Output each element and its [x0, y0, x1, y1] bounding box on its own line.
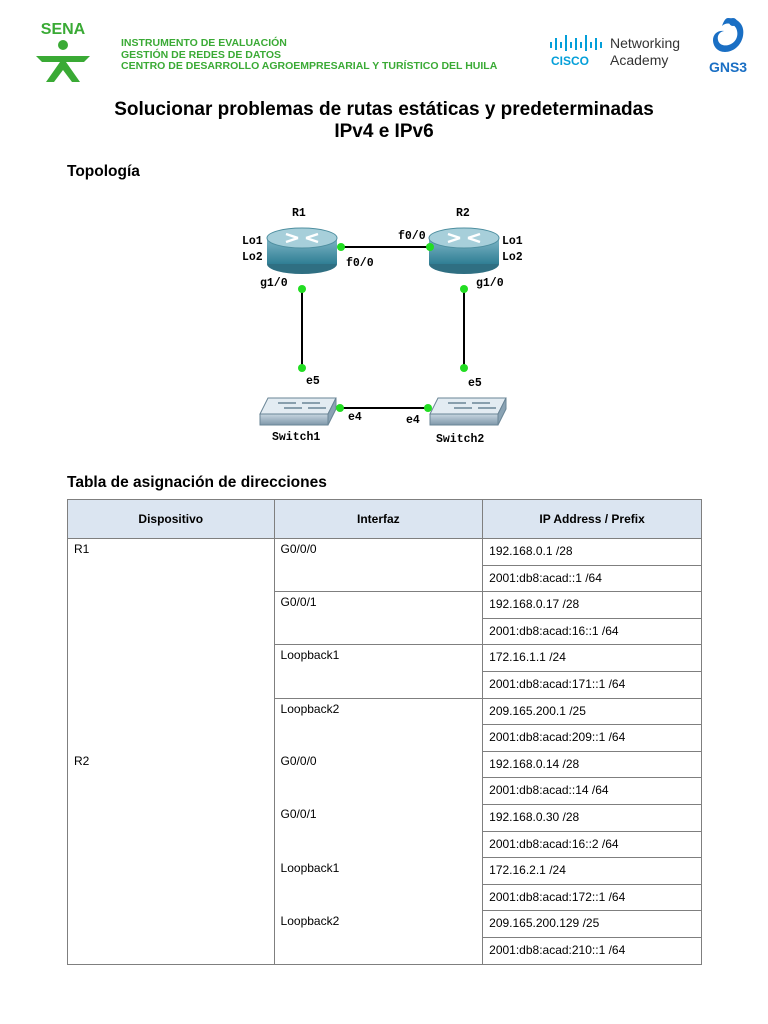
table-row: G0/0/1 192.168.0.17 /28 — [68, 591, 702, 646]
label-r1: R1 — [292, 207, 306, 220]
table-row: Loopback1 172.16.2.1 /24 — [68, 857, 702, 911]
address-table: Dispositivo Interfaz IP Address / Prefix… — [67, 499, 702, 965]
sena-logo: SENA — [36, 21, 90, 82]
sena-logo-text: SENA — [41, 21, 86, 38]
interface-cell: G0/0/1 — [273, 591, 484, 646]
label-r2-f00: f0/0 — [398, 230, 426, 243]
table-header-row: Dispositivo Interfaz IP Address / Prefix — [67, 499, 702, 539]
interface-cell: Loopback2 — [273, 910, 484, 965]
ip-cell: 2001:db8:acad:16::1 /64 — [482, 618, 702, 646]
label-r1-g10: g1/0 — [260, 277, 288, 290]
ip-cell: 192.168.0.1 /28 — [482, 538, 702, 566]
label-switch2: Switch2 — [436, 433, 484, 446]
ip-cell: 2001:db8:acad:16::2 /64 — [482, 831, 702, 859]
ip-cell: 209.165.200.129 /25 — [482, 910, 702, 938]
table-row: 2001:db8:acad:172::1 /64 — [68, 884, 702, 912]
ip-cell: 172.16.2.1 /24 — [482, 857, 702, 885]
column-header-interfaz: Interfaz — [273, 499, 484, 539]
table-row: R1 G0/0/0 192.168.0.1 /28 — [67, 538, 702, 752]
label-r2-g10: g1/0 — [476, 277, 504, 290]
label-r1-lo2: Lo2 — [242, 251, 263, 264]
page-title-line-1: Solucionar problemas de rutas estáticas … — [114, 99, 654, 120]
label-sw1-e5: e5 — [306, 375, 320, 388]
ip-cell: 2001:db8:acad:210::1 /64 — [482, 937, 702, 965]
table-row: 2001:db8:acad:210::1 /64 — [68, 937, 702, 965]
ip-cell: 192.168.0.17 /28 — [482, 591, 702, 619]
table-row: 2001:db8:acad::1 /64 — [68, 565, 702, 593]
interface-cell: Loopback1 — [273, 644, 484, 699]
cisco-brand-text: CISCO — [551, 54, 589, 68]
ip-cell: 192.168.0.30 /28 — [482, 804, 702, 832]
column-header-dispositivo: Dispositivo — [67, 499, 275, 539]
label-r2-lo1: Lo1 — [502, 235, 523, 248]
switch-1[interactable] — [259, 397, 337, 426]
table-row: G0/0/1 192.168.0.30 /28 — [68, 804, 702, 858]
document-header: SENA INSTRUMENTO DE EVALUACIÓN GESTIÓN D… — [0, 0, 768, 90]
label-r1-lo1: Lo1 — [242, 235, 263, 248]
device-cell: R2 — [67, 751, 275, 965]
router-r1[interactable] — [266, 227, 338, 274]
label-r2: R2 — [456, 207, 470, 220]
header-line-1: INSTRUMENTO DE EVALUACIÓN — [121, 37, 287, 49]
table-row: Loopback2 209.165.200.1 /25 — [68, 698, 702, 752]
header-line-3: CENTRO DE DESARROLLO AGROEMPRESARIAL Y T… — [121, 60, 498, 72]
table-row: 2001:db8:acad:171::1 /64 — [68, 671, 702, 699]
ip-cell: 172.16.1.1 /24 — [482, 644, 702, 672]
label-sw2-e4: e4 — [406, 414, 420, 427]
table-row: Loopback2 209.165.200.129 /25 — [68, 910, 702, 965]
topology-heading: Topología — [67, 163, 140, 180]
ip-cell: 2001:db8:acad::14 /64 — [482, 777, 702, 805]
router-r2[interactable] — [428, 227, 500, 274]
ip-cell: 2001:db8:acad:171::1 /64 — [482, 671, 702, 699]
ip-cell: 192.168.0.14 /28 — [482, 751, 702, 779]
ip-cell: 2001:db8:acad::1 /64 — [482, 565, 702, 593]
table-row: 2001:db8:acad::14 /64 — [68, 777, 702, 805]
gns3-text: GNS3 — [709, 59, 747, 75]
link-status-dots — [298, 243, 468, 412]
gns3-logo: GNS3 — [709, 18, 747, 75]
interface-cell: G0/0/0 — [273, 751, 484, 805]
address-table-heading: Tabla de asignación de direcciones — [67, 474, 327, 491]
table-row: 2001:db8:acad:16::1 /64 — [68, 618, 702, 646]
page-title-line-2: IPv4 e IPv6 — [334, 121, 434, 142]
label-sw2-e5: e5 — [468, 377, 482, 390]
ip-cell: 209.165.200.1 /25 — [482, 698, 702, 726]
ip-cell: 2001:db8:acad:172::1 /64 — [482, 884, 702, 912]
ip-cell: 2001:db8:acad:209::1 /64 — [482, 724, 702, 752]
table-row: Loopback1 172.16.1.1 /24 — [68, 644, 702, 699]
topology-diagram: R1 R2 Lo1 Lo2 Lo1 Lo2 f0/0 f0/0 g1/0 g1/… — [242, 207, 523, 446]
interface-cell: Loopback2 — [273, 698, 484, 752]
interface-cell: G0/0/0 — [273, 538, 484, 593]
table-row: 2001:db8:acad:209::1 /64 — [68, 724, 702, 752]
device-cell: R1 — [67, 538, 275, 752]
table-row: R2 G0/0/0 192.168.0.14 /28 — [67, 751, 702, 965]
interface-cell: G0/0/1 — [273, 804, 484, 858]
label-r1-f00: f0/0 — [346, 257, 374, 270]
label-switch1: Switch1 — [272, 431, 320, 444]
column-header-ip: IP Address / Prefix — [482, 499, 702, 539]
table-row: 2001:db8:acad:16::2 /64 — [68, 831, 702, 859]
label-r2-lo2: Lo2 — [502, 251, 523, 264]
header-lines: INSTRUMENTO DE EVALUACIÓN GESTIÓN DE RED… — [121, 37, 498, 73]
switch-2[interactable] — [429, 397, 507, 426]
header-line-2: GESTIÓN DE REDES DE DATOS — [121, 48, 282, 61]
interface-cell: Loopback1 — [273, 857, 484, 911]
cisco-networking-academy-logo: Networking CISCO Academy — [550, 35, 680, 68]
cisco-academy-text: Academy — [610, 52, 668, 68]
cisco-networking-text: Networking — [610, 35, 680, 51]
label-sw1-e4: e4 — [348, 411, 362, 424]
